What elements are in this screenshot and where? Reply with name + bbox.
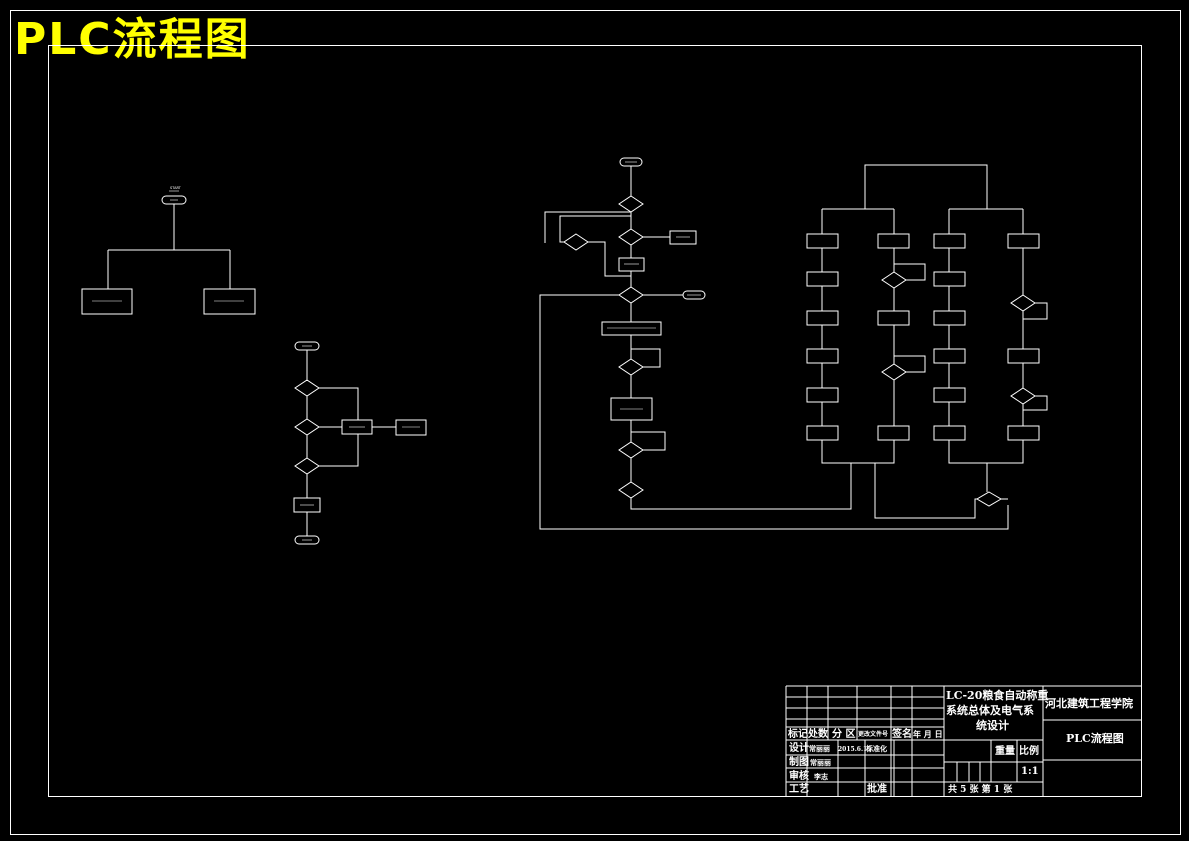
process-box: [806, 348, 839, 364]
header-mark: 标记: [787, 727, 808, 740]
design-date: 2015.6.15: [838, 746, 871, 753]
process-box: [806, 387, 839, 403]
sheet-info: 共 5 张 第 1 张: [948, 783, 1013, 795]
process-box: [395, 419, 427, 436]
review-label: 审核: [789, 769, 809, 782]
decision-diamond: [563, 233, 589, 251]
process-box: [1007, 233, 1040, 249]
project-title-line-1: LC-20粮食自动称重: [946, 688, 1048, 702]
header-count: 处数: [807, 727, 829, 740]
approve-label: 批准: [867, 782, 887, 795]
design-name: 常丽丽: [809, 744, 830, 753]
header-change-doc: 更改文件号: [858, 730, 888, 738]
scale-label: 比例: [1019, 744, 1039, 757]
decision-diamond: [1010, 387, 1036, 405]
process-box: [618, 257, 645, 272]
inner-frame: [48, 45, 1142, 797]
decision-diamond: [618, 286, 644, 304]
process-box: [806, 271, 839, 287]
process-box: [933, 271, 966, 287]
process-box: [203, 288, 256, 315]
review-name: 李志: [813, 772, 828, 781]
decision-diamond: [618, 481, 644, 499]
process-box: [877, 425, 910, 441]
outer-frame: [10, 10, 1181, 835]
drafting-name: 常丽丽: [810, 758, 831, 767]
process-box: [877, 233, 910, 249]
header-zone: 分 区: [832, 727, 855, 740]
process-box: [1007, 425, 1040, 441]
process-box: [933, 387, 966, 403]
header-sign: 签名: [891, 727, 912, 740]
decision-diamond: [618, 441, 644, 459]
decision-diamond: [294, 457, 320, 475]
process-box: [933, 233, 966, 249]
terminal-end: [294, 535, 320, 545]
decision-diamond: [1010, 294, 1036, 312]
node-label: START: [170, 186, 182, 190]
decision-diamond: [881, 363, 907, 381]
decision-diamond: [976, 491, 1002, 507]
process-box: [1007, 348, 1040, 364]
decision-diamond: [618, 228, 644, 246]
process-box: [933, 348, 966, 364]
process-box: [806, 233, 839, 249]
process-label: 工艺: [789, 782, 809, 795]
flowchart-main: [539, 157, 1048, 530]
decision-diamond: [294, 379, 320, 397]
process-box: [933, 425, 966, 441]
scale-value: 1:1: [1021, 766, 1039, 777]
weight-label: 重量: [995, 744, 1015, 757]
process-box: [601, 321, 662, 336]
decision-diamond: [881, 271, 907, 289]
school-name: 河北建筑工程学院: [1045, 696, 1133, 710]
header-date: 年 月 日: [913, 729, 943, 739]
project-title-line-3: 统设计: [976, 718, 1009, 732]
process-box: [806, 425, 839, 441]
process-box: [669, 230, 697, 245]
drawing-title: PLC流程图: [14, 14, 251, 65]
project-title-line-2: 系统总体及电气系: [946, 703, 1034, 717]
process-box: [81, 288, 133, 315]
process-box: [806, 310, 839, 326]
process-box: [933, 310, 966, 326]
drawing-name: PLC流程图: [1066, 731, 1124, 745]
decision-diamond: [618, 358, 644, 376]
drafting-label: 制图: [789, 755, 809, 768]
design-label: 设计: [789, 741, 809, 754]
flowchart-small: [293, 341, 427, 545]
process-box: [877, 310, 910, 326]
flowchart-tree: [81, 195, 256, 315]
standardize-label: 标准化: [865, 744, 887, 753]
decision-diamond: [294, 418, 320, 436]
terminal-end: [682, 290, 706, 300]
decision-diamond: [618, 195, 644, 213]
title-block: [785, 685, 1141, 796]
